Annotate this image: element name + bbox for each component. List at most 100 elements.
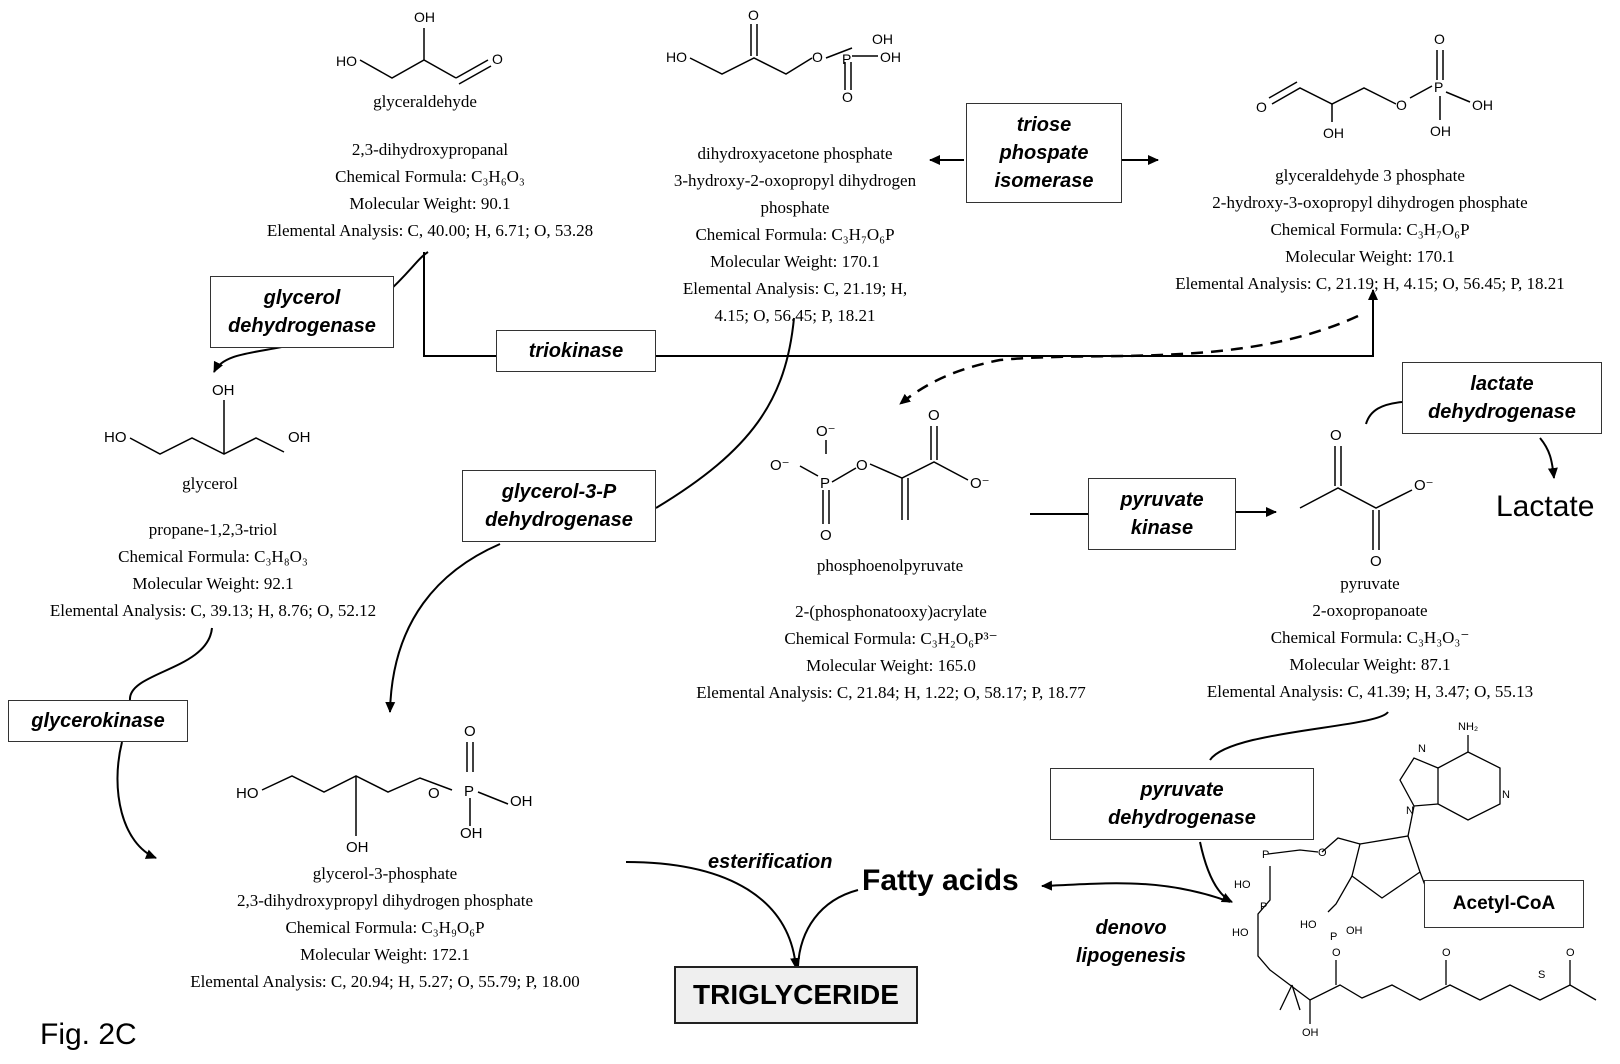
dhap-info: dihydroxyacetone phosphate 3-hydroxy-2-o… [660,140,930,329]
glycerol-info: propane-1,2,3-triol Chemical Formula: C₃… [8,516,418,624]
atom-label: OH [1302,1027,1319,1039]
g3p-info: glyceraldehyde 3 phosphate 2-hydroxy-3-o… [1150,162,1590,297]
atom-label: HO [666,49,687,65]
atom-label: P [464,783,474,800]
glycerol-dehydrogenase-box: glycerol dehydrogenase [210,276,394,348]
atom-label: O [1396,97,1407,113]
enzyme-label: dehydrogenase [1108,807,1256,829]
atom-label: OH [1472,97,1493,113]
glyceraldehyde-info: 2,3-dihydroxypropanal Chemical Formula: … [230,136,630,244]
info-line: 2-oxopropanoate [1312,601,1428,620]
info-line: Elemental Analysis: C, 21.84; H, 1.22; O… [696,683,1086,702]
enzyme-label: glycerol [263,287,341,309]
info-line: Chemical Formula: C₃H₇O₆P [695,225,895,244]
triokinase-box: triokinase [496,330,656,372]
atom-label: O [928,407,940,424]
atom-label: O [1566,947,1575,959]
atom-label: O [812,49,823,65]
g3p-structure [1268,50,1471,122]
glycerokinase-box: glycerokinase [8,700,188,742]
info-line: Chemical Formula: C₃H₂O₆P³⁻ [784,629,998,648]
atom-label: P [1262,849,1269,861]
info-line: Elemental Analysis: C, 40.00; H, 6.71; O… [266,221,594,240]
atom-label: OH [510,793,533,810]
atom-label: O⁻ [770,457,790,474]
atom-label: O [1332,947,1341,959]
atom-label: O [492,51,503,67]
atom-label: OH [872,31,893,47]
info-line: Elemental Analysis: C, 21.19; H, [682,279,908,298]
atom-label: OH [880,49,901,65]
atom-label: O [428,785,440,802]
atom-label: HO [1232,927,1249,939]
atom-label: O [1370,553,1382,570]
info-line: Molecular Weight: 165.0 [806,656,976,675]
atom-label: O⁻ [970,475,990,492]
atom-label: O [1442,947,1451,959]
info-line: glyceraldehyde 3 phosphate [1275,166,1465,185]
info-line: Elemental Analysis: C, 20.94; H, 5.27; O… [190,972,580,991]
glycerol-3-p-dehydrogenase-box: glycerol-3-P dehydrogenase [462,470,656,542]
enzyme-label: glycerol-3-P [501,481,617,503]
info-line: Elemental Analysis: C, 21.19; H, 4.15; O… [1175,274,1565,293]
info-line: 2-(phosphonatooxy)acrylate [795,602,987,621]
atom-label: OH [288,429,311,446]
info-line: Molecular Weight: 170.1 [1285,247,1455,266]
esterification-label: esterification [708,851,833,873]
atom-label: P [842,51,851,67]
glycerol-structure [129,400,285,455]
enzyme-label: glycerokinase [31,710,165,732]
atom-label: N [1502,789,1510,801]
info-line: 4.15; O, 56.45; P, 18.21 [714,306,876,325]
dhap-structure [689,24,878,90]
atom-label: N [1406,805,1414,817]
pep-structure [799,426,969,524]
atom-label: OH [346,839,369,856]
info-line: dihydroxyacetone phosphate [697,144,893,163]
atom-label: P [1260,901,1267,913]
pyruvate-kinase-box: pyruvate kinase [1088,478,1236,550]
atom-label: P [1434,79,1443,95]
atom-label: OH [212,382,235,399]
denovo-line: denovo [1095,917,1167,939]
atom-label: O [748,7,759,23]
acetyl-coa-box: Acetyl-CoA [1424,880,1584,928]
atom-label: O [856,457,868,474]
enzyme-label: dehydrogenase [1428,401,1576,423]
triglyceride-box: TRIGLYCERIDE [674,966,918,1024]
figure-label: Fig. 2C [40,1018,137,1051]
glycerol-name: glycerol [182,474,238,493]
pyruvate-info: pyruvate 2-oxopropanoate Chemical Formul… [1170,570,1570,705]
info-line: phosphate [760,198,830,217]
pyruvate-dehydrogenase-box: pyruvate dehydrogenase [1050,768,1314,840]
atom-label: O⁻ [816,423,836,440]
enzyme-label: dehydrogenase [485,509,633,531]
glyceraldehyde-name: glyceraldehyde [373,92,477,111]
info-line: 3-hydroxy-2-oxopropyl dihydrogen [673,171,917,190]
enzyme-label: dehydrogenase [228,315,376,337]
info-line: Molecular Weight: 172.1 [300,945,470,964]
atom-label: O [820,527,832,544]
atom-label: O [1318,847,1327,859]
pathway-connectors [116,155,1558,969]
enzyme-label: triokinase [528,340,624,362]
info-line: Molecular Weight: 92.1 [132,574,294,593]
enzyme-label: pyruvate [1140,779,1224,801]
info-line: Elemental Analysis: C, 41.39; H, 3.47; O… [1206,682,1534,701]
atom-label: NH₂ [1458,721,1478,733]
lactate-label: Lactate [1496,490,1595,523]
info-line: Molecular Weight: 87.1 [1289,655,1451,674]
info-line: Chemical Formula: C₃H₉O₆P [285,918,485,937]
atom-label: HO [1234,879,1251,891]
denovo-line: lipogenesis [1076,945,1187,967]
atom-label: O [1330,427,1342,444]
atom-label: P [820,475,830,492]
info-line: 2,3-dihydroxypropyl dihydrogen phosphate [236,891,534,910]
atom-label: HO [336,53,357,69]
pep-info: 2-(phosphonatooxy)acrylate Chemical Form… [656,598,1126,706]
info-line: Chemical Formula: C₃H₈O₃ [118,547,308,566]
denovo-lipogenesis-label: denovo lipogenesis [1076,914,1186,970]
lactate-dehydrogenase-box: lactate dehydrogenase [1402,362,1602,434]
glyceraldehyde-structure [359,28,492,85]
